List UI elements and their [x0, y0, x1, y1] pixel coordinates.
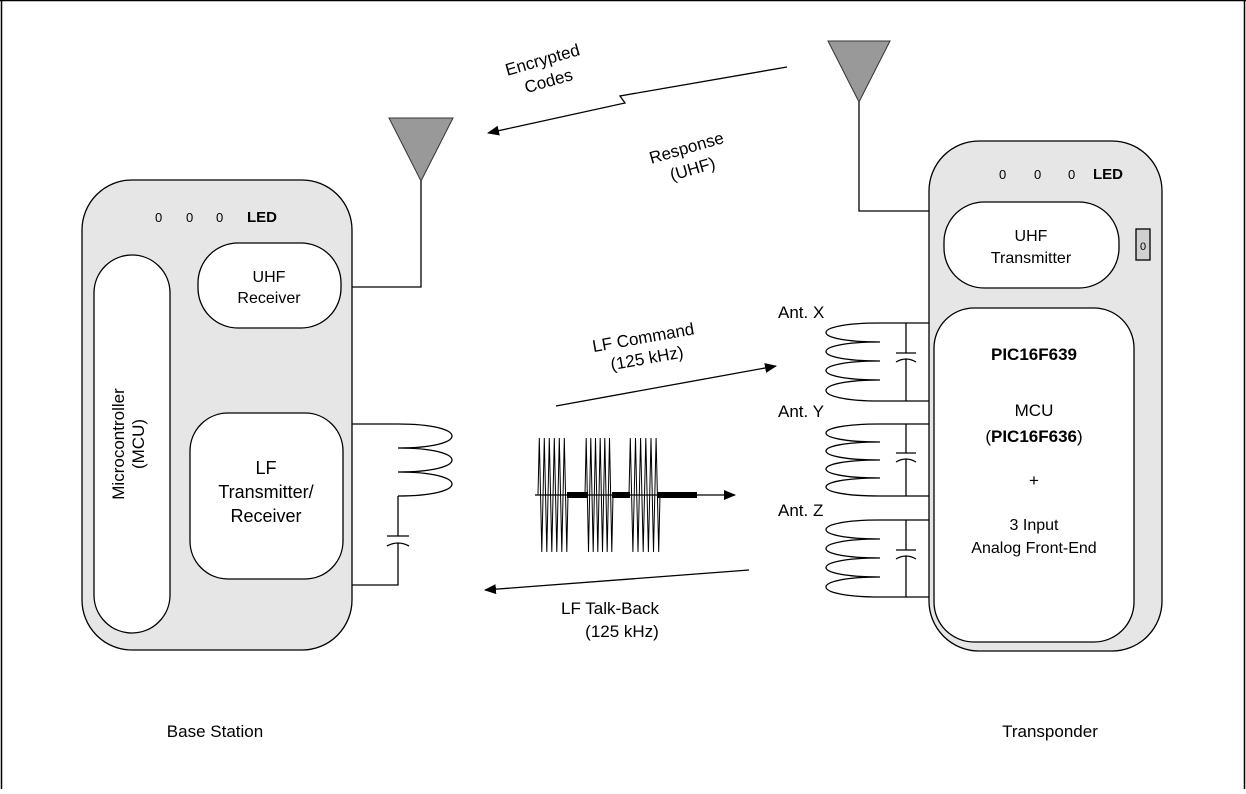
uhf-receiver-line1: UHF [253, 269, 286, 286]
uhf-transmitter-block [943, 201, 1120, 289]
transponder-led-label: LED [1093, 166, 1123, 183]
base-led-2: 0 [186, 210, 193, 225]
antenna-z-capacitor-icon [880, 519, 929, 598]
transponder-antenna-icon [827, 40, 891, 104]
lf-signal-burst-2 [584, 437, 614, 553]
transponder-antenna-feed [858, 102, 929, 212]
plus-sign: + [1029, 471, 1039, 490]
mcu-block [93, 254, 171, 634]
antenna-x-label: Ant. X [778, 303, 824, 322]
transponder-led-2: 0 [1034, 167, 1041, 182]
lf-signal-burst-1 [537, 437, 569, 553]
uhf-link: Encrypted Codes Response (UHF) [487, 40, 788, 185]
transponder: 0 0 0 LED UHF Transmitter 0 PIC16F639 MC… [778, 40, 1163, 741]
base-station: 0 0 0 LED Microcontroller (MCU) UHF Rece… [81, 117, 454, 741]
transponder-led-3: 0 [1068, 167, 1075, 182]
base-capacitor-icon [352, 496, 410, 586]
mcu-line: MCU [1015, 401, 1054, 420]
antenna-y-capacitor-icon [880, 423, 929, 497]
transponder-button-glyph: 0 [1140, 241, 1146, 253]
uhf-receiver-block [197, 242, 342, 329]
lf-signal-burst-3 [628, 437, 661, 553]
base-led-1: 0 [155, 210, 162, 225]
afe-line1: 3 Input [1010, 517, 1059, 534]
mcu-label-line1: Microcontroller [109, 388, 128, 500]
uhf-transmitter-line1: UHF [1015, 228, 1048, 245]
pic-title: PIC16F639 [991, 345, 1077, 364]
lf-talkback-line1: LF Talk-Back [561, 599, 659, 618]
pic16f639-block [933, 307, 1135, 643]
lf-signal-waveform-icon [535, 437, 736, 553]
antenna-z-label: Ant. Z [778, 501, 823, 520]
base-antenna-icon [388, 117, 454, 183]
lf-transceiver-line2: Transmitter/ [218, 482, 313, 502]
lf-talkback-line2: (125 kHz) [585, 622, 659, 641]
afe-line2: Analog Front-End [971, 540, 1096, 557]
mcu-label-line2: (MCU) [129, 419, 148, 469]
antenna-y-coil-icon [825, 423, 881, 497]
lf-command-link: LF Command (125 kHz) [555, 319, 777, 407]
base-station-caption: Base Station [167, 722, 263, 741]
lf-talkback-arrow [484, 569, 750, 595]
mcu-part-line: (PIC16F636) [985, 427, 1082, 446]
lf-transceiver-line3: Receiver [230, 506, 301, 526]
uhf-transmitter-line2: Transmitter [991, 250, 1072, 267]
lf-transceiver-block [189, 412, 344, 580]
antenna-y-label: Ant. Y [778, 402, 824, 421]
base-led-label: LED [247, 209, 277, 226]
transponder-button[interactable] [1135, 228, 1151, 261]
lf-talkback-link: LF Talk-Back (125 kHz) [484, 569, 750, 641]
lf-command-arrow [555, 363, 777, 407]
antenna-x-capacitor-icon [880, 322, 929, 402]
base-led-3: 0 [216, 210, 223, 225]
antenna-z-coil-icon [825, 519, 881, 598]
antenna-x-coil-icon [825, 322, 881, 402]
uhf-lightning-arrow [487, 66, 788, 136]
transponder-led-1: 0 [999, 167, 1006, 182]
transponder-caption: Transponder [1002, 722, 1098, 741]
lf-transceiver-line1: LF [255, 458, 276, 478]
uhf-receiver-line2: Receiver [237, 290, 301, 307]
base-antenna-feed [352, 181, 422, 288]
base-coil-icon [397, 423, 453, 497]
